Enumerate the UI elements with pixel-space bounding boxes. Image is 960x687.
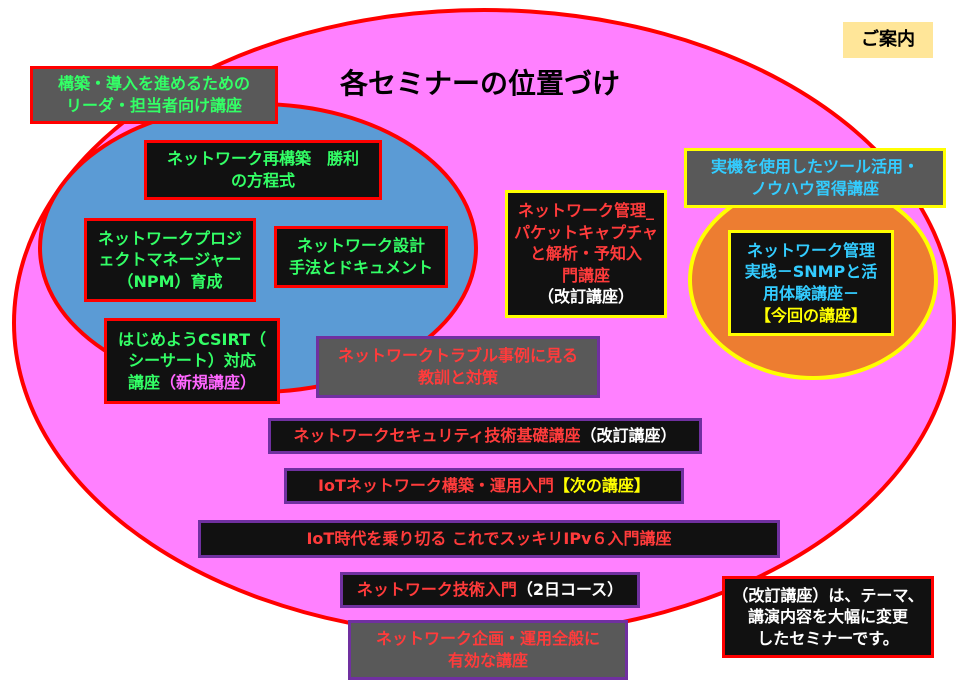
- seminar-security-basics[interactable]: ネットワークセキュリティ技術基礎講座（改訂講座）: [268, 418, 702, 454]
- seminar-network-tech-intro[interactable]: ネットワーク技術入門（2日コース）: [340, 572, 640, 608]
- seminar-csirt[interactable]: はじめようCSIRT（ シーサート）対応 講座（新規講座）: [104, 318, 280, 404]
- seminar-packet-capture[interactable]: ネットワーク管理_ パケットキャプチャ と解析・予知入 門講座 （改訂講座）: [505, 190, 667, 318]
- revised-note: （改訂講座）は、テーマ、講演内容を大幅に変更したセミナーです。: [722, 576, 934, 658]
- planning-label: ネットワーク企画・運用全般に有効な講座: [348, 620, 628, 680]
- course-duration-tag: （2日コース）: [516, 580, 624, 600]
- seminar-trouble-cases[interactable]: ネットワークトラブル事例に見る教訓と対策: [316, 336, 600, 398]
- page-title: 各セミナーの位置づけ: [339, 67, 620, 100]
- guide-badge: ご案内: [843, 22, 933, 58]
- revised-tag: （改訂講座）: [580, 426, 677, 446]
- current-seminar-tag: 【今回の講座】: [754, 305, 867, 325]
- seminar-network-design[interactable]: ネットワーク設計手法とドキュメント: [274, 226, 448, 288]
- seminar-npm[interactable]: ネットワークプロジェクトマネージャー（NPM）育成: [84, 218, 256, 302]
- seminar-iot-network[interactable]: IoTネットワーク構築・運用入門【次の講座】: [284, 468, 684, 504]
- seminar-snmp[interactable]: ネットワーク管理 実践－SNMPと活 用体験講座－ 【今回の講座】: [728, 230, 894, 336]
- leaders-label: 構築・導入を進めるためのリーダ・担当者向け講座: [30, 66, 278, 124]
- next-seminar-tag: 【次の講座】: [553, 476, 650, 496]
- new-seminar-tag: （新規講座）: [159, 372, 256, 392]
- revised-tag: （改訂講座）: [537, 287, 634, 307]
- seminar-network-renovation[interactable]: ネットワーク再構築 勝利の方程式: [144, 140, 382, 200]
- seminar-ipv6[interactable]: IoT時代を乗り切る これでスッキリIPv６入門講座: [198, 520, 780, 558]
- practical-label: 実機を使用したツール活用・ノウハウ習得講座: [684, 148, 946, 208]
